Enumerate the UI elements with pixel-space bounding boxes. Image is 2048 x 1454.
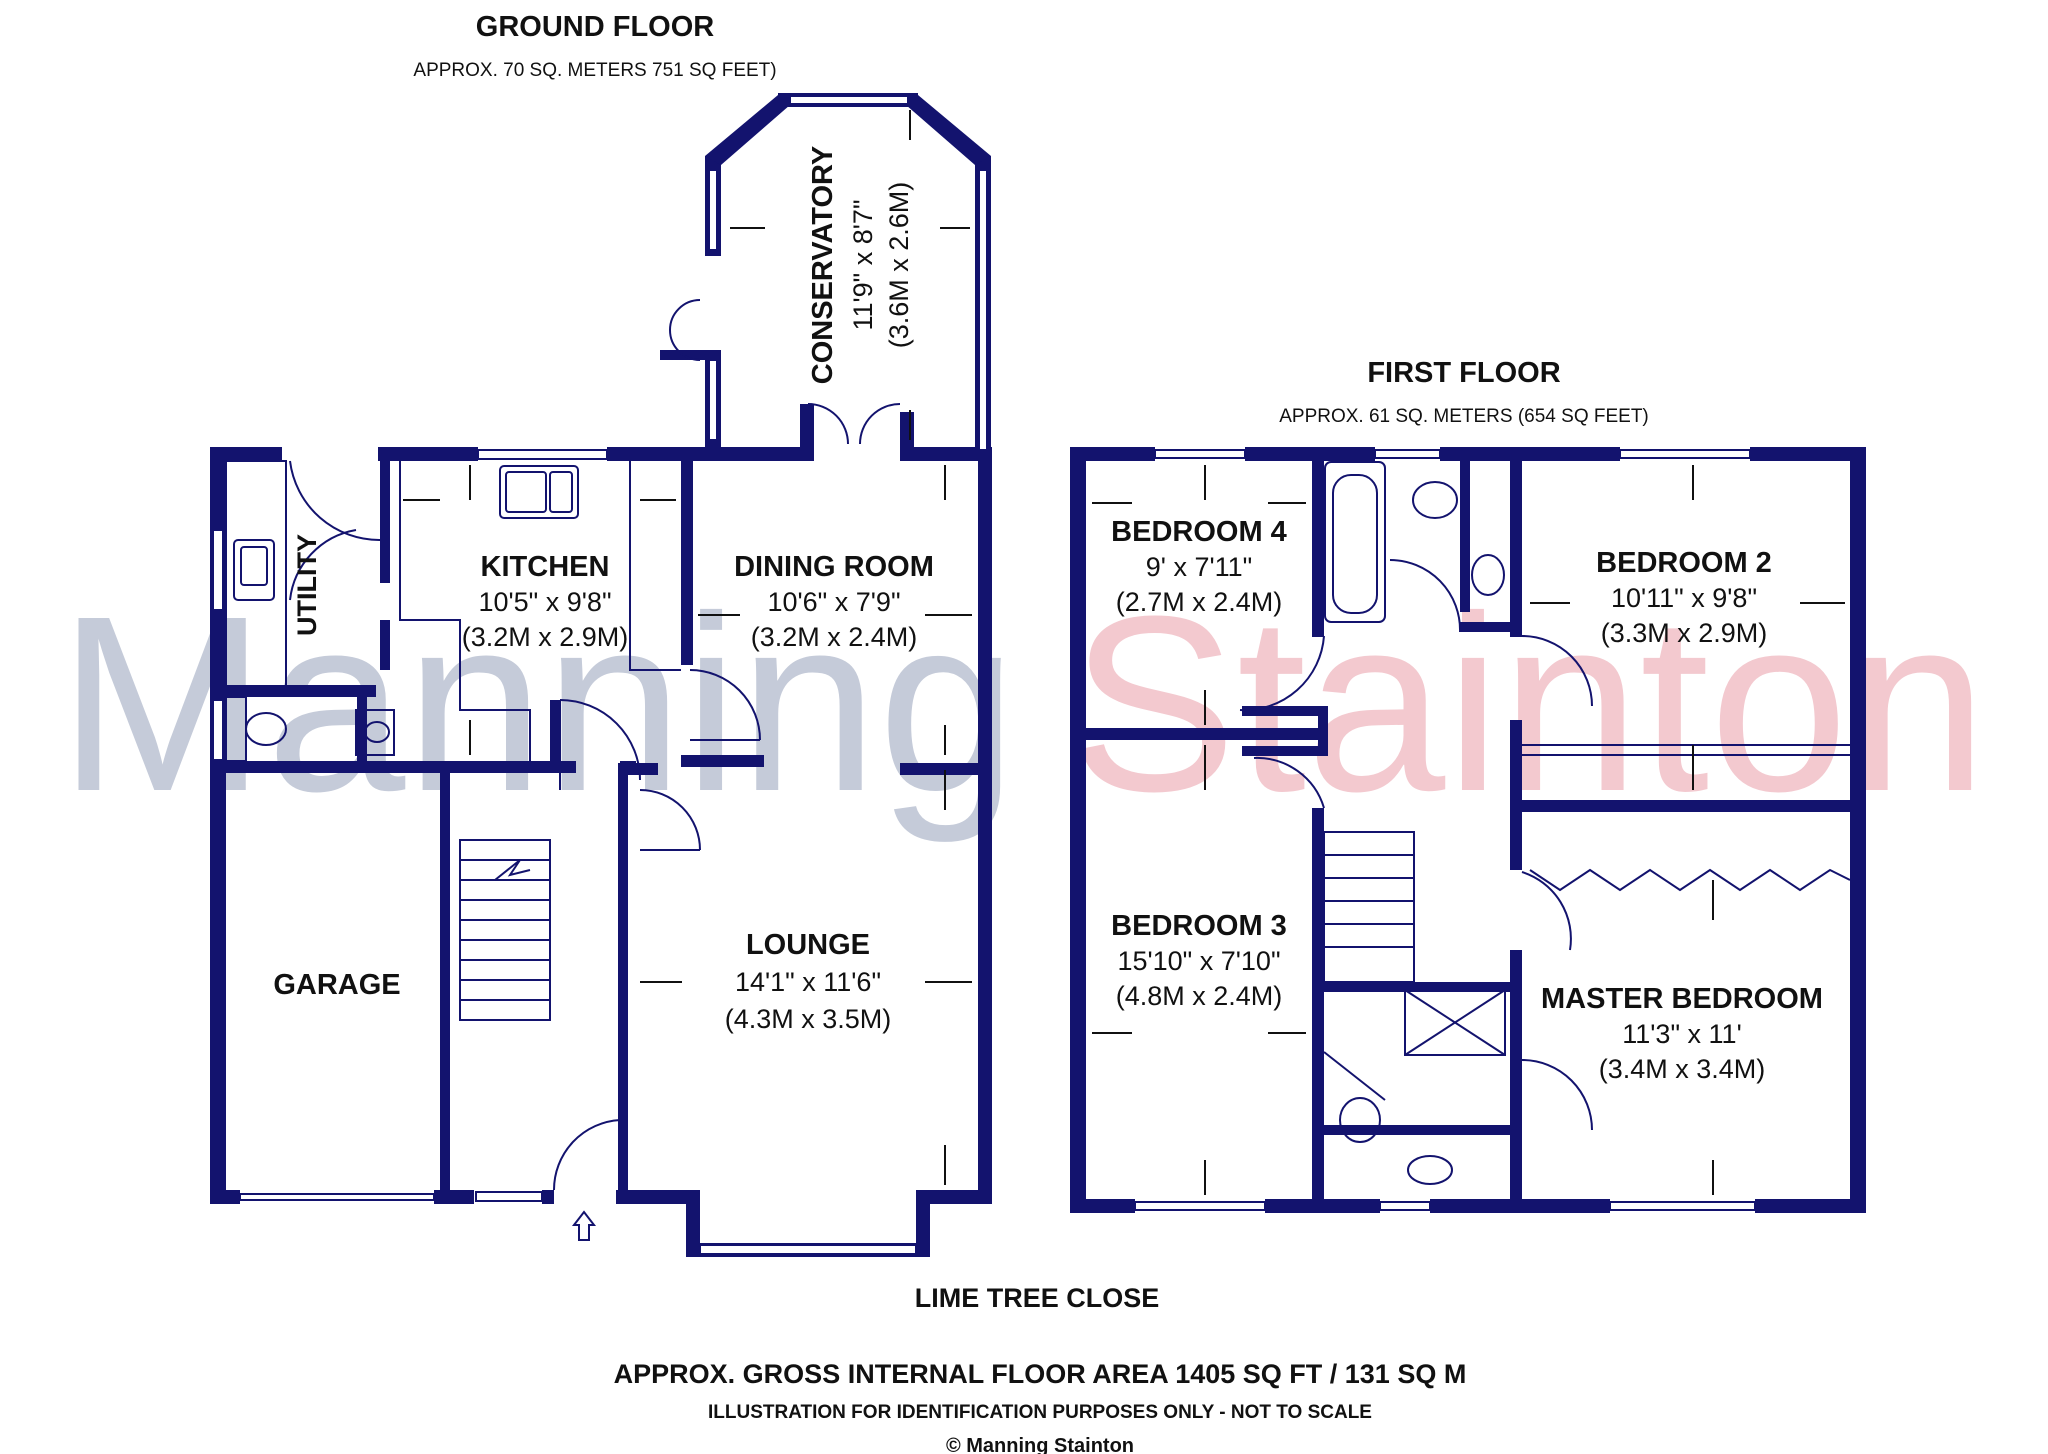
lounge-name: LOUNGE	[746, 929, 870, 961]
conservatory-doors	[669, 299, 901, 445]
first-room-labels: BEDROOM 4 9' x 7'11" (2.7M x 2.4M) BEDRO…	[1111, 516, 1823, 1084]
kitchen-name: KITCHEN	[481, 551, 610, 583]
dining-room-imperial: 10'6" x 7'9"	[767, 587, 900, 617]
ground-floor-area: APPROX. 70 SQ. METERS 751 SQ FEET)	[413, 60, 776, 81]
ground-floor-plan: GROUND FLOOR APPROX. 70 SQ. METERS 751 S…	[210, 11, 992, 1257]
bedroom-3-name: BEDROOM 3	[1111, 910, 1287, 942]
bedroom-3-metric: (4.8M x 2.4M)	[1116, 981, 1283, 1011]
master-bedroom-name: MASTER BEDROOM	[1541, 983, 1823, 1015]
utility-name: UTILITY	[292, 534, 322, 636]
conservatory-outline	[660, 93, 991, 456]
bedroom-2-metric: (3.3M x 2.9M)	[1601, 618, 1768, 648]
first-floor-area: APPROX. 61 SQ. METERS (654 SQ FEET)	[1279, 406, 1649, 427]
master-bedroom-imperial: 11'3" x 11'	[1622, 1019, 1741, 1049]
first-floor-walls	[1070, 447, 1866, 1213]
bedroom-2-imperial: 10'11" x 9'8"	[1611, 583, 1757, 613]
footer: LIME TREE CLOSE APPROX. GROSS INTERNAL F…	[614, 1283, 1467, 1454]
garage-name: GARAGE	[273, 969, 400, 1001]
dining-room-name: DINING ROOM	[734, 551, 934, 583]
bedroom-4-metric: (2.7M x 2.4M)	[1116, 587, 1283, 617]
copyright: © Manning Stainton	[946, 1435, 1134, 1454]
bedroom-4-imperial: 9' x 7'11"	[1146, 552, 1252, 582]
ground-dimension-arrows	[403, 110, 972, 1185]
bedroom-3-imperial: 15'10" x 7'10"	[1117, 946, 1280, 976]
watermark-stainton: Stainton	[1070, 564, 1987, 843]
first-dimension-arrows	[1092, 465, 1845, 1195]
first-floor-title: FIRST FLOOR	[1367, 357, 1560, 389]
lounge-metric: (4.3M x 3.5M)	[725, 1004, 892, 1034]
kitchen-imperial: 10'5" x 9'8"	[478, 587, 611, 617]
ground-floor-title: GROUND FLOOR	[476, 11, 714, 43]
conservatory-imperial: 11'9" x 8'7"	[848, 199, 878, 330]
bedroom-2-name: BEDROOM 2	[1596, 547, 1772, 579]
disclaimer: ILLUSTRATION FOR IDENTIFICATION PURPOSES…	[708, 1402, 1372, 1423]
kitchen-fittings	[399, 461, 681, 763]
master-bedroom-metric: (3.4M x 3.4M)	[1599, 1054, 1766, 1084]
street-name: LIME TREE CLOSE	[915, 1283, 1160, 1313]
dining-room-metric: (3.2M x 2.4M)	[751, 622, 918, 652]
lounge-imperial: 14'1" x 11'6"	[735, 967, 881, 997]
ground-room-labels: CONSERVATORY 11'9" x 8'7" (3.6M x 2.6M) …	[273, 146, 934, 1034]
stairs-and-doors	[459, 669, 761, 1241]
first-floor-fixtures	[1239, 461, 1851, 1185]
conservatory-metric: (3.6M x 2.6M)	[884, 182, 914, 349]
utility-fittings	[225, 460, 395, 762]
bedroom-4-name: BEDROOM 4	[1111, 516, 1287, 548]
total-floor-area: APPROX. GROSS INTERNAL FLOOR AREA 1405 S…	[614, 1359, 1467, 1389]
first-floor-plan: FIRST FLOOR APPROX. 61 SQ. METERS (654 S…	[1070, 357, 1866, 1213]
conservatory-name: CONSERVATORY	[807, 146, 839, 385]
kitchen-metric: (3.2M x 2.9M)	[462, 622, 629, 652]
